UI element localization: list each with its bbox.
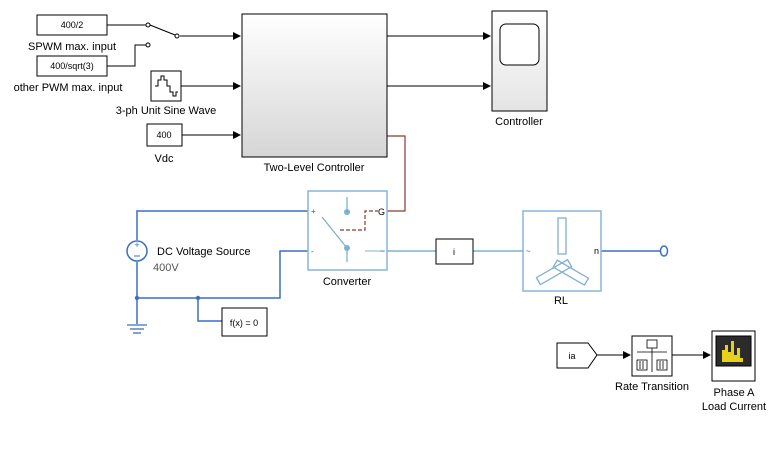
- rl-load-label: RL: [554, 295, 568, 307]
- svg-text:~: ~: [526, 247, 531, 256]
- rate-transition-label: Rate Transition: [615, 381, 689, 393]
- controller-subsystem-label: Two-Level Controller: [264, 162, 365, 174]
- vdc-constant-block[interactable]: 400: [146, 123, 183, 147]
- junction-dot-2: [195, 295, 201, 301]
- two-level-controller-subsystem[interactable]: [241, 13, 388, 158]
- constant-spwm-block[interactable]: 400/2: [36, 14, 108, 36]
- phys-to-converter-neg: [198, 250, 308, 299]
- connection-port-icon[interactable]: [659, 245, 669, 257]
- current-sensor-block[interactable]: i: [435, 238, 474, 265]
- converter-switch-icon: [321, 216, 348, 249]
- constant-spwm-label: SPWM max. input: [28, 41, 116, 53]
- signal-trace-icon: [719, 341, 748, 362]
- phys-dc-pos: [136, 210, 308, 240]
- rate-transition-block[interactable]: [631, 335, 673, 377]
- controller-scope-label: Controller: [495, 116, 543, 128]
- stair-sine-icon: [155, 75, 178, 97]
- constant-other-value: 400/sqrt(3): [50, 61, 94, 71]
- rl-port-n: n: [594, 246, 599, 256]
- converter-gate-port: G: [378, 207, 385, 217]
- line-controller-to-converter-gate: [378, 135, 406, 212]
- line-other-to-switch: [107, 44, 146, 67]
- constant-other-block[interactable]: 400/sqrt(3): [36, 55, 108, 77]
- phys-to-solver: [197, 298, 222, 322]
- signal-lines: [107, 24, 711, 359]
- rate-transition-icon: [636, 339, 668, 372]
- phase-a-scope-label-2: Load Current: [702, 401, 766, 413]
- sine-wave-block[interactable]: [150, 70, 182, 102]
- physical-lines: [136, 210, 660, 324]
- ground-icon: [127, 324, 147, 334]
- manual-switch-block[interactable]: [145, 22, 180, 48]
- svg-text:+: +: [311, 207, 316, 216]
- sine-wave-label: 3-ph Unit Sine Wave: [116, 105, 216, 117]
- vdc-label: Vdc: [155, 153, 174, 165]
- constant-spwm-value: 400/2: [61, 20, 84, 30]
- converter-label: Converter: [323, 276, 372, 288]
- solver-config-label: f(x) = 0: [230, 318, 258, 328]
- phase-a-scope-block[interactable]: [711, 330, 756, 382]
- plus-icon: +: [134, 240, 139, 250]
- controller-scope-block[interactable]: [491, 10, 548, 112]
- dc-source-value: 400V: [153, 262, 179, 274]
- junction-dot-1: [134, 295, 140, 301]
- wye-load-icon: [535, 217, 590, 287]
- from-ia-block[interactable]: ia: [556, 342, 598, 369]
- scope-screen-icon: [499, 23, 540, 66]
- constant-other-label: other PWM max. input: [14, 82, 123, 94]
- phase-a-scope-label-1: Phase A: [714, 387, 756, 399]
- svg-text:~: ~: [380, 247, 385, 256]
- current-sensor-label: i: [453, 247, 455, 257]
- from-ia-label: ia: [568, 351, 575, 361]
- dc-voltage-source-block[interactable]: +: [126, 240, 148, 262]
- dc-source-label: DC Voltage Source: [157, 246, 251, 258]
- converter-block[interactable]: + - G ~: [307, 190, 388, 271]
- solver-config-block[interactable]: f(x) = 0: [221, 307, 268, 337]
- rl-load-block[interactable]: ~ n: [522, 210, 602, 292]
- svg-text:-: -: [311, 247, 314, 256]
- switch-lever: [149, 24, 176, 36]
- vdc-value: 400: [156, 130, 171, 140]
